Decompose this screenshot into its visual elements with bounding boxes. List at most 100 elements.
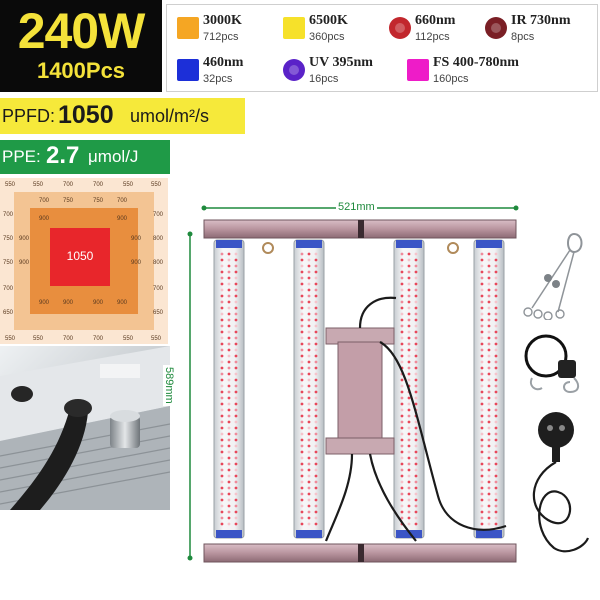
legend-count: 360pcs — [309, 31, 345, 43]
hanging-ring-icon — [262, 242, 274, 254]
led-dot — [407, 336, 411, 340]
led-dot — [300, 492, 304, 496]
led-dot — [487, 402, 491, 406]
led-dot — [300, 354, 304, 358]
led-dot — [314, 402, 318, 406]
led-dot — [314, 408, 318, 412]
heatmap-center-value: 1050 — [66, 249, 94, 263]
led-dot — [307, 444, 311, 448]
led-dot — [307, 474, 311, 478]
led-dot — [227, 264, 231, 268]
led-dot — [314, 420, 318, 424]
led-dot — [407, 276, 411, 280]
power-plug-icon — [532, 412, 590, 553]
led-dot — [487, 516, 491, 520]
led-dot — [220, 444, 224, 448]
led-dot — [227, 522, 231, 526]
led-dot — [314, 270, 318, 274]
led-dot — [494, 270, 498, 274]
led-dot — [480, 468, 484, 472]
led-dot — [414, 366, 418, 370]
led-dot — [227, 354, 231, 358]
led-dot — [234, 462, 238, 466]
led-dot — [314, 498, 318, 502]
hanging-ring-icon — [447, 242, 459, 254]
led-dot — [227, 306, 231, 310]
led-dot — [494, 510, 498, 514]
led-dot — [307, 450, 311, 454]
led-dot — [400, 402, 404, 406]
led-dot — [300, 390, 304, 394]
led-dot — [300, 468, 304, 472]
led-dot — [400, 390, 404, 394]
heatmap-cell: 700 — [2, 212, 13, 218]
driver-closeup-photo — [0, 346, 170, 510]
led-dot — [234, 258, 238, 262]
led-dot — [220, 312, 224, 316]
led-dot — [487, 348, 491, 352]
led-dot — [414, 522, 418, 526]
led-dot — [480, 396, 484, 400]
led-dot — [494, 396, 498, 400]
led-dot — [307, 378, 311, 382]
led-dot — [407, 258, 411, 262]
led-dot — [234, 300, 238, 304]
led-dot — [300, 414, 304, 418]
heatmap-cell: 550 — [150, 336, 161, 342]
led-dot — [480, 312, 484, 316]
led-dot — [307, 288, 311, 292]
led-dot — [414, 396, 418, 400]
led-dot — [307, 414, 311, 418]
led-dot — [220, 348, 224, 352]
led-dot — [494, 306, 498, 310]
led-dot — [407, 498, 411, 502]
led-dot — [480, 480, 484, 484]
led-dot — [220, 432, 224, 436]
heatmap-cell: 550 — [32, 182, 43, 188]
led-dot — [400, 288, 404, 292]
led-dot — [314, 366, 318, 370]
led-dot — [314, 360, 318, 364]
led-dot — [400, 276, 404, 280]
led-dot — [307, 282, 311, 286]
led-dot — [400, 426, 404, 430]
led-dot — [494, 300, 498, 304]
led-dot — [414, 450, 418, 454]
led-dot — [234, 264, 238, 268]
led-dot — [414, 282, 418, 286]
led-dot — [234, 480, 238, 484]
ppfd-unit: umol/m²/s — [130, 106, 210, 126]
led-dot — [220, 402, 224, 406]
legend-count: 32pcs — [203, 73, 233, 85]
led-dot — [414, 468, 418, 472]
led-dot — [227, 450, 231, 454]
led-dot — [300, 516, 304, 520]
led-dot — [400, 498, 404, 502]
led-dot — [227, 276, 231, 280]
led-dot — [227, 492, 231, 496]
led-dot — [307, 372, 311, 376]
led-dot — [300, 396, 304, 400]
led-dot — [314, 396, 318, 400]
led-dot — [494, 516, 498, 520]
led-dot — [234, 384, 238, 388]
led-dot — [314, 444, 318, 448]
led-dot — [227, 456, 231, 460]
led-dot — [414, 474, 418, 478]
led-dot — [227, 300, 231, 304]
grow-light-product — [187, 205, 519, 563]
led-dot — [227, 498, 231, 502]
led-dot — [487, 414, 491, 418]
led-dot — [227, 420, 231, 424]
heatmap-core — [50, 228, 110, 286]
led-dot — [400, 270, 404, 274]
led-bulb-icon — [389, 17, 411, 39]
led-dot — [494, 258, 498, 262]
led-dot — [220, 318, 224, 322]
led-dot — [414, 390, 418, 394]
legend-count: 160pcs — [433, 73, 469, 85]
legend-count: 8pcs — [511, 31, 535, 43]
led-dot — [234, 336, 238, 340]
led-dot — [407, 432, 411, 436]
led-dot — [414, 336, 418, 340]
